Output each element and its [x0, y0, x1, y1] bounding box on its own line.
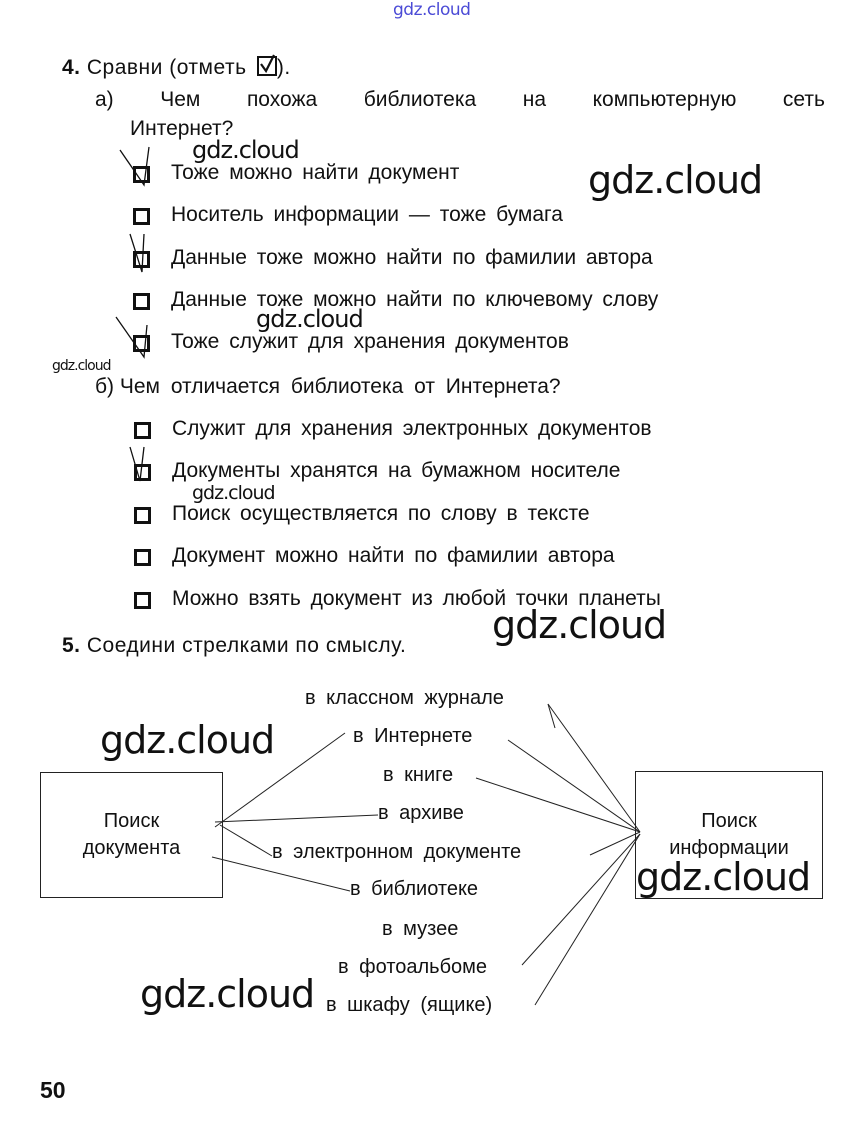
right-box-label: Поиск информации	[635, 808, 823, 862]
question-word: библиотека	[363, 88, 477, 111]
left-box-search-document[interactable]	[40, 772, 223, 898]
checkbox[interactable]	[134, 422, 151, 439]
watermark-top: gdz.cloud	[393, 0, 471, 20]
watermark: gdz.cloud	[100, 718, 275, 762]
word-photoalbum[interactable]: в фотоальбоме	[338, 956, 488, 978]
part-b-label: б)	[95, 375, 115, 398]
word-museum[interactable]: в музее	[382, 918, 459, 940]
line-right-internet	[507, 739, 641, 833]
checkbox-checked[interactable]	[134, 464, 151, 481]
checkbox[interactable]	[133, 208, 150, 225]
task4-header: 4. Сравни (отметь ).	[62, 54, 291, 80]
option-text: Данные тоже можно найти по ключевому сло…	[171, 288, 659, 311]
line-right-edoc	[589, 831, 641, 856]
task5-title: Соедини стрелками по смыслу.	[86, 634, 407, 657]
line-right-book	[475, 777, 641, 833]
option-text: Можно взять документ из любой точки план…	[172, 587, 661, 610]
right-box-line1: Поиск	[701, 810, 757, 832]
line-left-library	[211, 856, 351, 892]
watermark: gdz.cloud	[636, 855, 811, 899]
task4-number: 4.	[62, 56, 81, 79]
option-text: Служит для хранения электронных документ…	[172, 417, 652, 440]
watermark: gdz.cloud	[588, 158, 763, 202]
word-class-journal[interactable]: в классном журнале	[305, 687, 504, 709]
checkmark-sample-icon	[256, 54, 277, 76]
check-mark-icon	[115, 316, 148, 359]
word-cupboard[interactable]: в шкафу (ящике)	[326, 994, 493, 1016]
right-box-search-information[interactable]	[635, 771, 823, 899]
option-text: Тоже можно найти документ	[171, 161, 460, 184]
word-library[interactable]: в библиотеке	[350, 878, 479, 900]
word-electronic-document[interactable]: в электронном документе	[272, 841, 522, 863]
part-b-question-text: Чем отличается библиотека от Интернета?	[119, 375, 561, 398]
task5-number: 5.	[62, 634, 81, 657]
question-word: Чем	[160, 88, 201, 111]
line-left-edoc	[219, 824, 273, 857]
line-left-archive	[214, 814, 379, 823]
part-a-question: а) Чем похожа библиотека на компьютерную…	[95, 88, 825, 112]
checkbox[interactable]	[134, 592, 151, 609]
checkbox[interactable]	[133, 293, 150, 310]
check-mark-icon	[129, 446, 145, 482]
line-right-journal	[547, 703, 641, 833]
line-left-internet	[214, 732, 346, 828]
checkbox[interactable]	[134, 549, 151, 566]
option-text: Документ можно найти по фамилии автора	[172, 544, 615, 567]
watermark: gdz.cloud	[52, 358, 111, 374]
question-word: похожа	[246, 88, 318, 111]
option-text: Документы хранятся на бумажном носителе	[172, 459, 621, 482]
task4-title: Сравни (отметь	[86, 56, 247, 79]
part-a-question-line2: Интернет?	[130, 117, 234, 140]
left-box-line1: Поиск	[103, 810, 160, 832]
word-book[interactable]: в книге	[383, 764, 454, 786]
task4-title-end: ).	[276, 56, 291, 79]
watermark: gdz.cloud	[192, 482, 276, 504]
part-b-question: б) Чем отличается библиотека от Интернет…	[95, 375, 561, 399]
check-mark-icon	[129, 233, 145, 273]
question-word: компьютерную	[592, 88, 737, 111]
watermark: gdz.cloud	[492, 603, 667, 647]
checkbox[interactable]	[134, 507, 151, 524]
watermark: gdz.cloud	[140, 972, 315, 1016]
line-right-cupboard	[534, 833, 641, 1006]
question-word: на	[522, 88, 547, 111]
right-box-line2: информации	[669, 837, 789, 859]
left-box-line2: документа	[82, 837, 181, 859]
line-right-photoalbum	[521, 833, 641, 966]
task5-header: 5. Соедини стрелками по смыслу.	[62, 634, 406, 658]
watermark: gdz.cloud	[256, 305, 364, 333]
left-box-label: Поиск документа	[40, 808, 223, 862]
question-word: сеть	[782, 88, 825, 111]
word-archive[interactable]: в архиве	[378, 802, 464, 824]
option-text: Данные тоже можно найти по фамилии автор…	[171, 246, 653, 269]
watermark: gdz.cloud	[192, 136, 300, 164]
part-a-label: а)	[95, 88, 114, 111]
checkbox-checked[interactable]	[133, 251, 150, 268]
word-internet[interactable]: в Интернете	[353, 725, 473, 747]
option-text: Носитель информации — тоже бумага	[171, 203, 563, 226]
option-text: Поиск осуществляется по слову в тексте	[172, 502, 590, 525]
page-number: 50	[40, 1077, 66, 1103]
check-mark-icon	[119, 146, 150, 187]
option-text: Тоже служит для хранения документов	[171, 330, 569, 353]
